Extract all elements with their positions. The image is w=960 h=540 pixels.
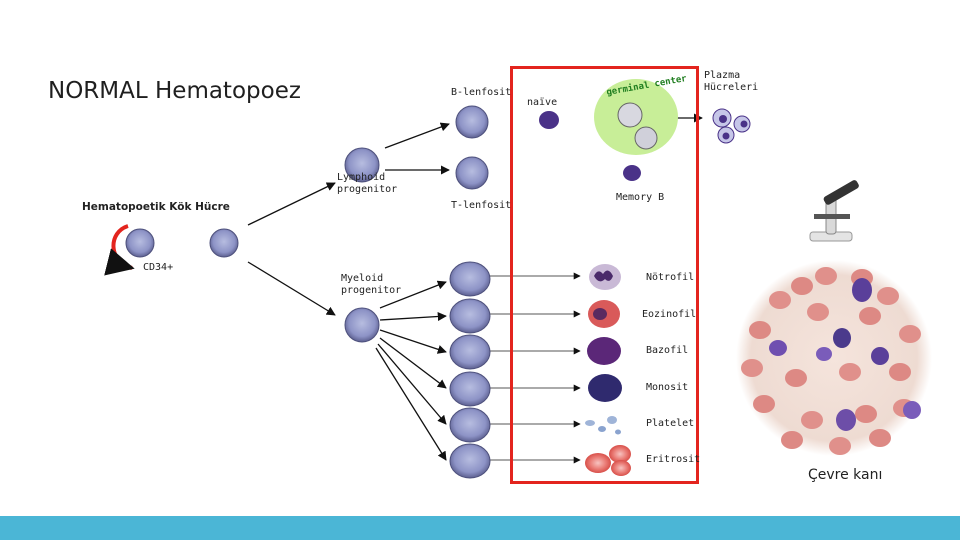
lymphoid-progenitor-label: Lymphoid progenitor xyxy=(337,172,398,195)
t-cell-label: T-lenfosit xyxy=(451,200,512,211)
stem-cell-2 xyxy=(209,228,239,258)
arrow-myeloid-5 xyxy=(377,343,447,425)
plasma-cells-label: Plazma Hücreleri xyxy=(704,70,759,93)
myeloid-progenitor-label: Myeloid progenitor xyxy=(341,273,402,296)
self-renewal-arrow xyxy=(104,224,135,276)
platelet-3 xyxy=(607,416,617,424)
platelet-4 xyxy=(615,429,621,435)
neutrophil-nucleus xyxy=(594,270,613,282)
precursor-platelet xyxy=(449,407,491,443)
monocyte-cell xyxy=(588,374,622,402)
diagram-title: NORMAL Hematopoez xyxy=(48,78,301,104)
arrow-myeloid-6 xyxy=(375,347,447,461)
precursor-neutrophil xyxy=(449,261,491,297)
arrow-to-lymphoid xyxy=(247,182,336,226)
erythrocyte-1 xyxy=(585,453,611,473)
precursor-eosinophil xyxy=(449,298,491,334)
t-cell xyxy=(455,156,489,190)
germinal-cell-2 xyxy=(634,126,658,150)
b-cell-maturation-box xyxy=(510,66,699,484)
precursor-basophil xyxy=(449,334,491,370)
smear-wbc-group xyxy=(769,278,921,431)
platelet-label: Platelet xyxy=(646,418,695,429)
erythrocyte-3 xyxy=(611,460,631,476)
erythrocyte-label: Eritrosit xyxy=(646,454,701,465)
lymphoid-progenitor-cell xyxy=(344,147,380,183)
arrow-to-b-cell xyxy=(384,122,450,149)
stem-cell-1 xyxy=(125,228,155,258)
stem-cell-label: Hematopoetik Kök Hücre xyxy=(82,201,230,213)
neutrophil-label: Nötrofil xyxy=(646,272,695,283)
eosinophil-nucleus xyxy=(593,308,607,320)
arrow-to-myeloid xyxy=(247,261,336,316)
blood-smear xyxy=(736,260,932,456)
b-cell-label: B-lenfosit xyxy=(451,87,512,98)
cd34-label: CD34+ xyxy=(143,262,174,273)
platelet-1 xyxy=(585,420,595,426)
precursor-monocyte xyxy=(449,371,491,407)
eosinophil-label: Eozinofil xyxy=(642,309,697,320)
memory-b-cell xyxy=(623,165,641,181)
arrow-myeloid-2 xyxy=(379,311,447,322)
plasma-nucleus-3 xyxy=(722,132,730,140)
b-cell xyxy=(455,105,489,139)
arrow-myeloid-1 xyxy=(379,280,447,309)
naive-label: naïve xyxy=(527,97,558,108)
plasma-nucleus-1 xyxy=(719,115,727,123)
plasma-nucleus-2 xyxy=(740,120,748,128)
bottom-bar xyxy=(0,516,960,540)
platelet-2 xyxy=(598,426,606,432)
basophil-label: Bazofil xyxy=(646,345,689,356)
erythrocyte-2 xyxy=(609,445,631,463)
microscope-stage xyxy=(814,214,850,219)
memory-b-label: Memory B xyxy=(616,192,665,203)
germinal-cell-1 xyxy=(617,102,643,128)
microscope-eyepiece xyxy=(823,180,859,205)
precursor-erythrocyte xyxy=(449,443,491,479)
naive-b-cell xyxy=(539,111,559,129)
monocyte-label: Monosit xyxy=(646,382,689,393)
arrow-myeloid-4 xyxy=(379,337,447,389)
peripheral-blood-caption: Çevre kanı xyxy=(808,467,883,483)
myeloid-progenitor-cell xyxy=(344,307,380,343)
arrow-myeloid-3 xyxy=(379,329,447,354)
smear-rbc-group xyxy=(741,267,921,455)
basophil-cell xyxy=(587,337,621,365)
